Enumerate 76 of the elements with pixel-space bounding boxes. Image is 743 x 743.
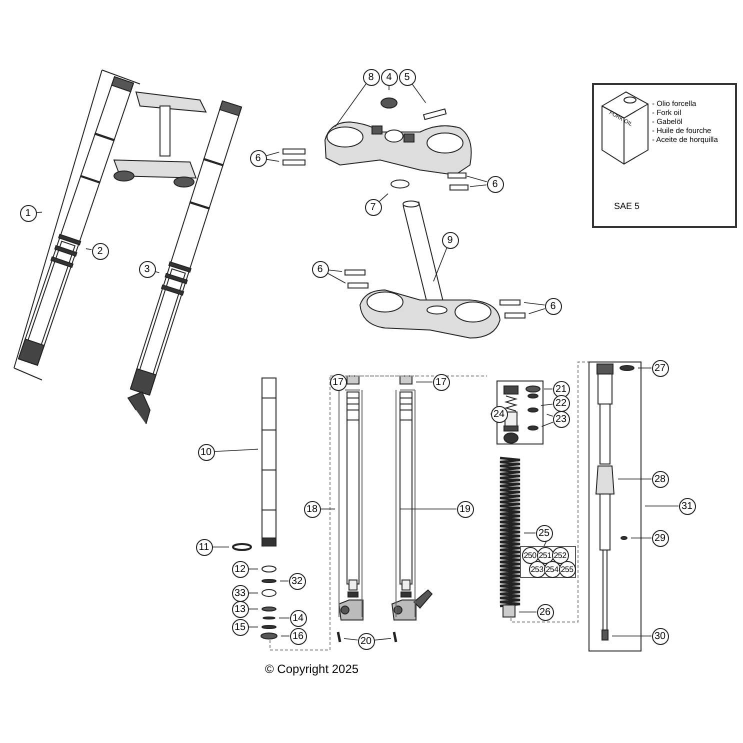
callout-number: 15 <box>232 618 248 636</box>
callout-number: 11 <box>196 538 212 556</box>
leader-line <box>470 184 487 187</box>
callout-number: 250 <box>522 546 538 564</box>
leader-line <box>412 84 426 104</box>
callout-number: 1 <box>20 204 36 222</box>
leader-line <box>544 388 553 390</box>
leader-line <box>433 248 448 282</box>
callout-number: 9 <box>442 232 458 248</box>
leader-line <box>388 85 390 90</box>
leader-line <box>212 546 230 548</box>
callout-number: 7 <box>364 198 382 216</box>
copyright-notice: © Copyright 2025 <box>265 662 359 676</box>
callout-number: 30 <box>652 628 668 644</box>
leader-line <box>248 592 258 594</box>
leader-line <box>344 638 358 640</box>
leader-line <box>86 248 92 250</box>
callout-number: 3 <box>138 260 156 278</box>
leader-line <box>540 404 553 406</box>
callout-number: 18 <box>304 500 320 518</box>
callout-number: 8 <box>362 68 380 86</box>
callout-number: 33 <box>232 584 248 602</box>
callout-number: 13 <box>232 600 248 618</box>
leader-line <box>466 176 488 182</box>
callout-number: 6 <box>312 260 328 278</box>
callout-number: 6 <box>544 298 562 314</box>
callout-number: 14 <box>290 610 306 626</box>
callout-number: 28 <box>652 470 668 488</box>
callout-number: 6 <box>486 176 504 192</box>
callout-number: 24 <box>490 406 508 422</box>
callout-number: 29 <box>652 530 668 546</box>
leader-line <box>379 193 388 202</box>
callout-number: 2 <box>92 242 108 260</box>
leader-line <box>327 272 346 284</box>
leader-line <box>524 302 545 306</box>
callout-number: 17 <box>432 374 450 390</box>
fork-oil-panel <box>592 83 737 228</box>
callout-number: 21 <box>552 380 570 398</box>
leader-line <box>266 158 280 162</box>
leader-line <box>374 638 392 640</box>
callout-number: 255 <box>558 560 576 578</box>
callout-number: 26 <box>536 604 554 620</box>
callout-number: 6 <box>250 150 266 166</box>
callout-number: 31 <box>678 498 696 514</box>
callout-number: 32 <box>288 572 306 590</box>
leader-line <box>214 448 258 452</box>
callout-number: 20 <box>358 632 374 650</box>
callout-number: 22 <box>552 394 570 412</box>
callout-number: 27 <box>652 360 668 376</box>
leader-line <box>334 84 366 128</box>
callout-number: 5 <box>398 68 416 86</box>
callout-number: 10 <box>198 444 214 460</box>
leader-line <box>618 478 652 480</box>
callout-number: 23 <box>552 410 570 428</box>
leader-line <box>320 508 336 510</box>
callout-number: 17 <box>330 374 346 390</box>
leader-line <box>524 532 536 534</box>
leader-line <box>248 568 258 570</box>
leader-line <box>280 580 289 582</box>
callout-group-box <box>520 546 576 578</box>
leader-line <box>528 308 546 314</box>
callout-number: 19 <box>456 500 474 518</box>
callout-number: 25 <box>536 524 552 542</box>
leader-line <box>546 414 554 417</box>
leader-line <box>328 270 342 272</box>
callout-number: 252 <box>552 546 568 564</box>
callout-number: 253 <box>528 560 546 578</box>
callout-number: 16 <box>290 628 306 644</box>
leader-line <box>248 626 258 628</box>
leader-line <box>266 152 280 156</box>
leader-line <box>248 608 258 610</box>
callout-number: 12 <box>232 560 248 578</box>
oil-grade: SAE 5 <box>614 202 640 211</box>
leader-line <box>541 422 554 427</box>
leader-line <box>400 508 457 510</box>
callout-number: 4 <box>380 68 398 86</box>
